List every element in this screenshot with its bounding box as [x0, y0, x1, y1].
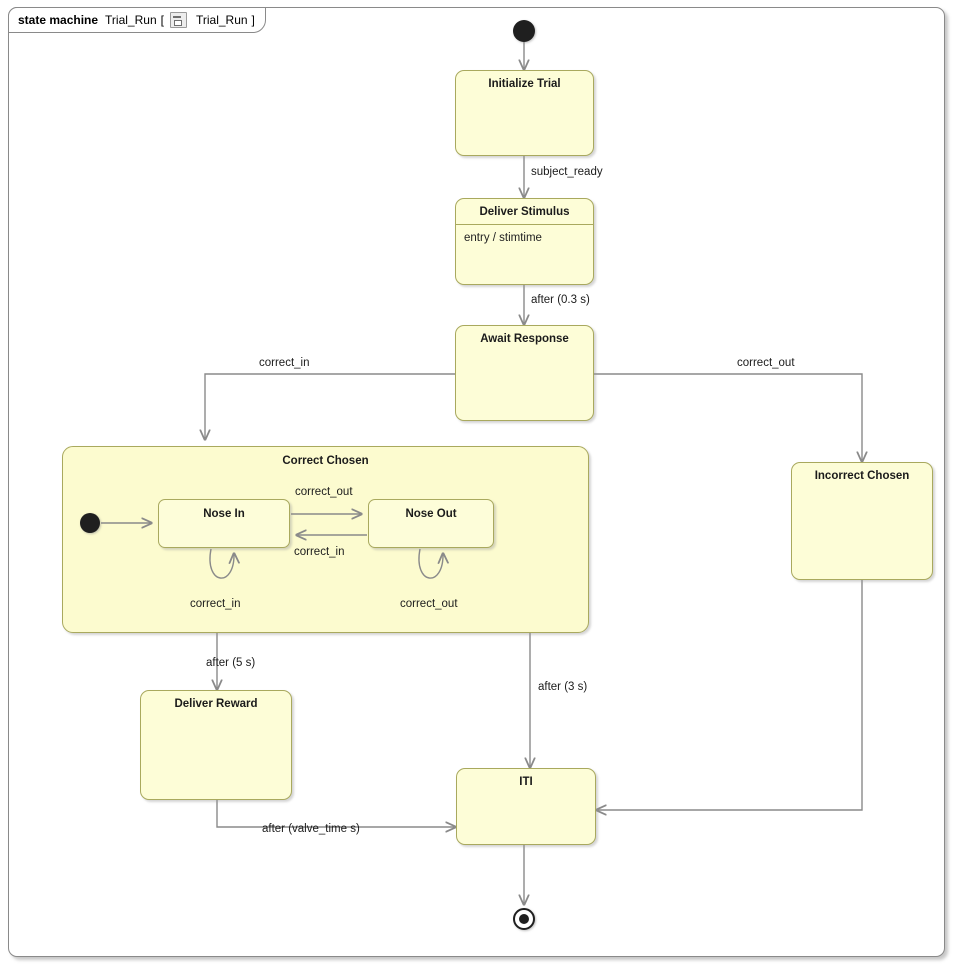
edge-label-after-03s: after (0.3 s) — [531, 294, 590, 306]
frame-name: Trial_Run — [105, 13, 157, 27]
edge-label-correct-out-loop: correct_out — [400, 598, 458, 610]
edge-label-correct-in-mid: correct_in — [294, 546, 345, 558]
initial-pseudostate — [513, 20, 535, 42]
state-iti[interactable]: ITI — [456, 768, 596, 845]
final-state — [513, 908, 535, 930]
state-title: Await Response — [480, 333, 569, 345]
edge-label-after-valve-time: after (valve_time s) — [262, 823, 360, 835]
state-entry-action: entry / stimtime — [464, 232, 542, 244]
edge-label-after-5s: after (5 s) — [206, 657, 256, 669]
state-initialize-trial[interactable]: Initialize Trial — [455, 70, 594, 156]
composite-state-correct-chosen[interactable]: Correct Chosen — [62, 446, 589, 633]
state-title: Initialize Trial — [488, 78, 561, 90]
state-title: Incorrect Chosen — [814, 470, 910, 482]
frame-title-tab: state machine Trial_Run [ Trial_Run ] — [8, 7, 266, 33]
edge-label-correct-out-right: correct_out — [737, 357, 795, 369]
state-title: Deliver Reward — [174, 698, 258, 710]
frame-bracket-open: [ — [160, 13, 164, 27]
edge-label-correct-out-mid: correct_out — [295, 486, 353, 498]
substate-title: Nose In — [203, 508, 245, 520]
substate-title: Nose Out — [405, 508, 457, 520]
composite-state-title: Correct Chosen — [282, 455, 369, 467]
frame-qualified-name: Trial_Run — [195, 13, 248, 27]
frame-bracket-close: ] — [251, 13, 255, 27]
state-deliver-stimulus[interactable]: Deliver Stimulus entry / stimtime — [455, 198, 594, 285]
edge-label-correct-in-loop: correct_in — [190, 598, 241, 610]
state-title: Deliver Stimulus — [456, 199, 593, 225]
state-machine-icon — [169, 12, 187, 28]
substate-nose-in[interactable]: Nose In — [158, 499, 290, 548]
state-deliver-reward[interactable]: Deliver Reward — [140, 690, 292, 800]
edge-label-after-3s: after (3 s) — [538, 681, 588, 693]
frame-keyword: state machine — [18, 13, 99, 27]
edge-label-subject-ready: subject_ready — [531, 166, 603, 178]
state-incorrect-chosen[interactable]: Incorrect Chosen — [791, 462, 933, 580]
correct-chosen-initial-pseudostate — [80, 513, 100, 533]
state-title: ITI — [519, 776, 533, 788]
edge-label-correct-in-left: correct_in — [259, 357, 310, 369]
substate-nose-out[interactable]: Nose Out — [368, 499, 494, 548]
state-await-response[interactable]: Await Response — [455, 325, 594, 421]
